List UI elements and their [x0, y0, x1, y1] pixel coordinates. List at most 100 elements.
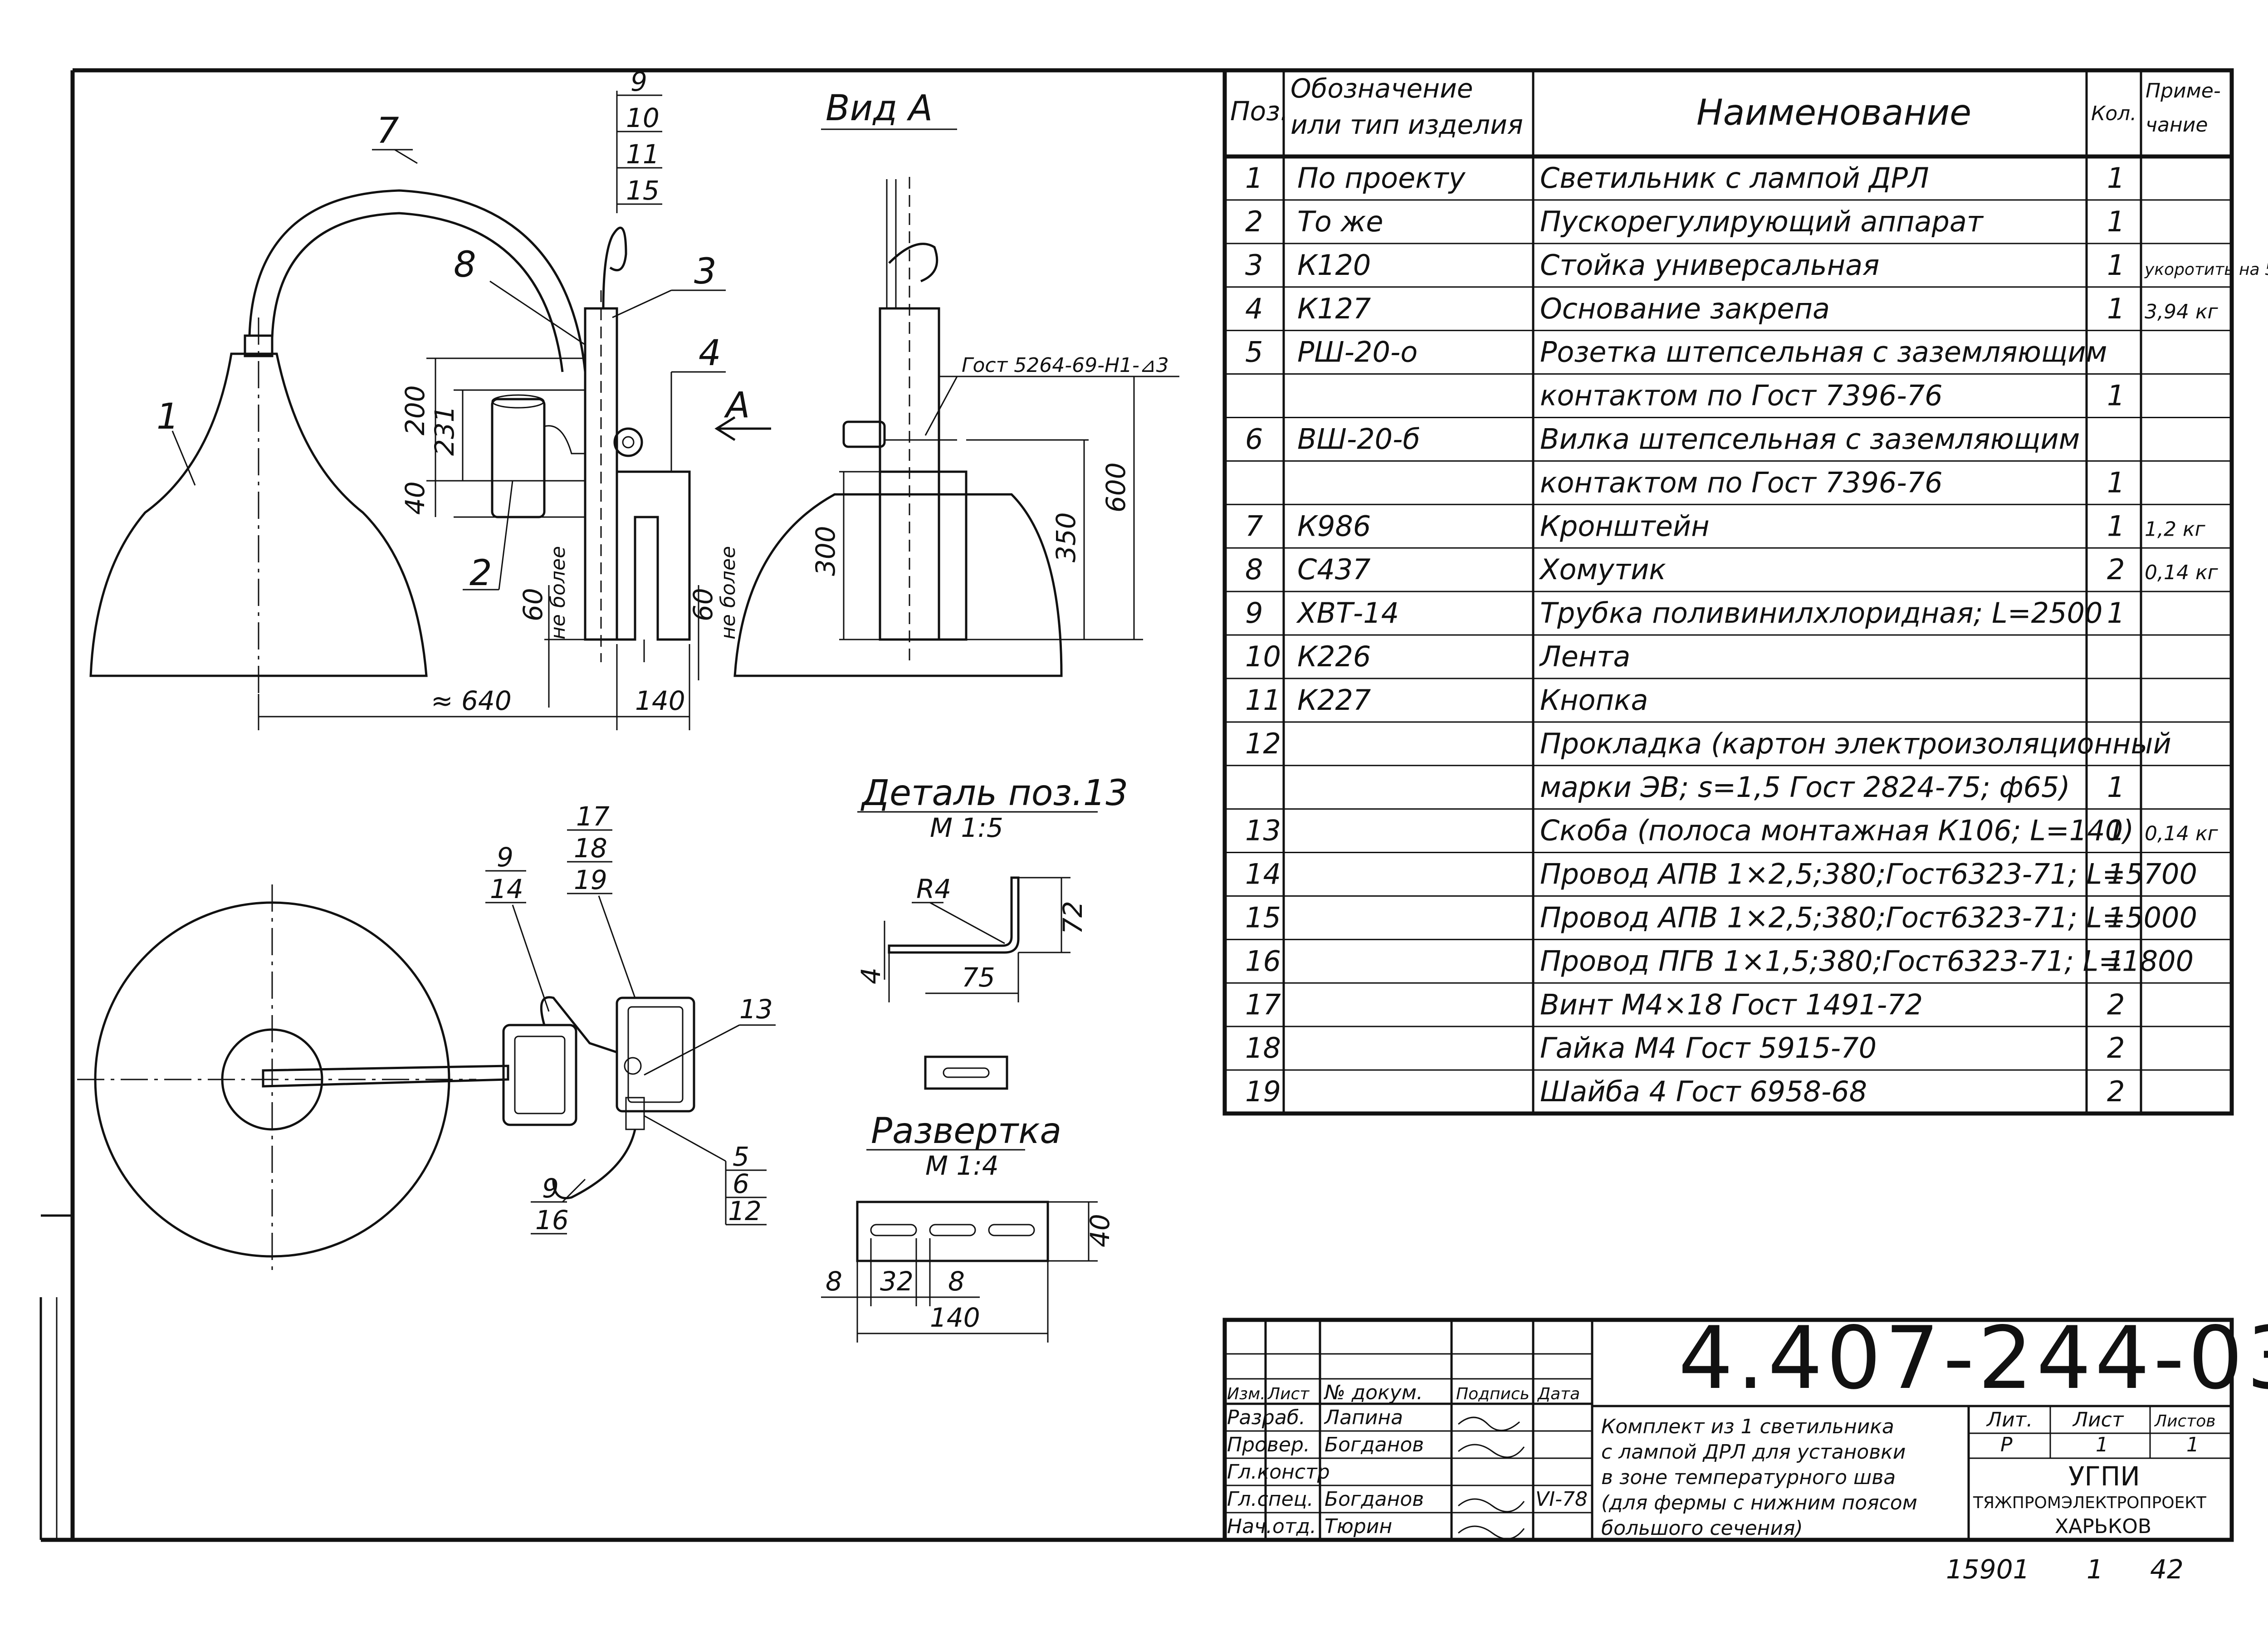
- spec-cell-name: Кронштейн: [1540, 509, 1710, 542]
- tb-sheet-value: 1: [2096, 1433, 2108, 1456]
- spec-cell-name: Хомутик: [1539, 553, 1666, 586]
- plan-callout-6: 6: [733, 1168, 749, 1199]
- tb-sheet-label: Лист: [2072, 1408, 2124, 1431]
- spec-cell-pos: 13: [1245, 814, 1281, 847]
- detail-dim-r4: R4: [916, 874, 951, 904]
- spec-cell-qty: 2: [2107, 988, 2125, 1021]
- spec-cell-qty: 1: [2107, 161, 2125, 195]
- tb-roles: Разраб.ЛапинаПровер.БогдановГл.констрГл.…: [1227, 1406, 1424, 1538]
- spec-cell-pos: 8: [1245, 553, 1263, 586]
- spec-cell-designation: ХВТ-14: [1296, 596, 1399, 630]
- detail-scale: М 1:5: [930, 812, 1003, 843]
- spec-cell-pos: 3: [1245, 249, 1263, 282]
- view-a-arrow: [714, 416, 771, 441]
- dim-300: 300: [810, 526, 841, 576]
- dim-200: 200: [400, 385, 430, 435]
- title-block: Изм. Лист № докум. Подпись Дата Разраб.Л…: [1222, 1308, 2268, 1542]
- spec-cell-qty: 1: [2107, 596, 2125, 630]
- spec-cell-qty: 2: [2107, 553, 2125, 586]
- socket-outlet: [613, 427, 643, 457]
- spec-cell-pos: 1: [1245, 161, 1263, 195]
- plan-callout-18: 18: [574, 833, 607, 864]
- ballast: [491, 398, 546, 518]
- callout-9: 9: [631, 66, 647, 97]
- callout-4: 4: [699, 333, 721, 374]
- tb-description: Комплект из 1 светильника с лампой ДРЛ дл…: [1601, 1415, 1917, 1540]
- spec-cell-pos: 9: [1245, 596, 1263, 630]
- unfold-title: Развертка: [871, 1111, 1061, 1152]
- spec-cell-qty: 1: [2107, 509, 2125, 542]
- view-a-shade: [733, 493, 1063, 677]
- spec-cell-name: Провод АПВ 1×2,5;380;Гост6323-71; L=5000: [1540, 901, 2197, 934]
- tb-role: Провер.: [1227, 1433, 1310, 1456]
- tb-description-line: большого сечения): [1601, 1517, 1803, 1540]
- spec-cell-pos: 14: [1245, 858, 1281, 891]
- spec-cell-pos: 2: [1245, 205, 1263, 238]
- spec-cell-designation: К227: [1297, 684, 1371, 717]
- spec-cell-designation: ВШ-20-б: [1297, 423, 1420, 456]
- tb-role: Гл.спец.: [1227, 1488, 1314, 1511]
- tb-role: Гл.констр: [1227, 1460, 1330, 1484]
- footer-sheet-mark: 1: [2087, 1554, 2103, 1585]
- spec-cell-name: контактом по Гост 7396-76: [1540, 466, 1943, 499]
- unfold-dim-8a: 8: [826, 1266, 842, 1297]
- spec-cell-qty: 1: [2107, 944, 2125, 977]
- spec-cell-qty: 1: [2107, 771, 2125, 804]
- spec-cell-qty: 1: [2107, 292, 2125, 325]
- dim-40: 40: [400, 481, 430, 515]
- callout-11: 11: [626, 139, 660, 170]
- unfold-strip: [856, 1201, 1049, 1262]
- spec-cell-designation: К120: [1297, 249, 1371, 282]
- spec-cell-note: укоротить на 500мм: [2144, 260, 2268, 279]
- spec-cell-designation: РШ-20-о: [1297, 336, 1418, 369]
- spec-cell-designation: К226: [1297, 640, 1371, 673]
- dim-140: 140: [635, 685, 685, 716]
- spec-cell-name: Трубка поливинилхлоридная; L=2500: [1540, 596, 2102, 630]
- spec-header-designation-1: Обозначение: [1290, 73, 1473, 104]
- spec-cell-qty: 2: [2107, 1075, 2125, 1108]
- detail-dim-75: 75: [962, 962, 995, 993]
- plan-callout-12: 12: [728, 1196, 762, 1226]
- dim-640: ≈ 640: [431, 685, 512, 716]
- spec-cell-name: Стойка универсальная: [1540, 249, 1879, 282]
- spec-cell-pos: 16: [1245, 944, 1281, 977]
- spec-cell-name: контактом по Гост 7396-76: [1540, 379, 1943, 412]
- spec-cell-name: Вилка штепсельная с заземляющим: [1540, 423, 2080, 456]
- callout-7: 7: [376, 111, 399, 151]
- spec-cell-designation: К127: [1297, 292, 1371, 325]
- spec-cell-pos: 6: [1245, 423, 1263, 456]
- spec-cell-designation: К986: [1297, 509, 1371, 542]
- tb-col-dokum: № докум.: [1323, 1381, 1423, 1404]
- spec-cell-note: 0,14 кг: [2145, 822, 2219, 845]
- tb-person: Богданов: [1325, 1488, 1424, 1511]
- spec-cell-designation: То же: [1297, 205, 1383, 238]
- spec-cell-note: 0,14 кг: [2145, 561, 2219, 584]
- spec-cell-qty: 1: [2107, 814, 2125, 847]
- lamp-shade: [89, 352, 428, 677]
- tb-description-line: с лампой ДРЛ для установки: [1601, 1441, 1906, 1464]
- plan-view: 9 14 17 18 19 13 5 6 12 9 16: [77, 801, 776, 1275]
- spec-cell-name: Провод ПГВ 1×1,5;380;Гост6323-71; L=1800: [1540, 944, 2194, 977]
- spec-cell-note: 1,2 кг: [2145, 518, 2206, 541]
- tb-date: VI-78: [1535, 1488, 1588, 1511]
- spec-cell-name: Прокладка (картон электроизоляционный: [1540, 727, 2171, 760]
- spec-cell-name: Провод АПВ 1×2,5;380;Гост6323-71; L=5700: [1540, 858, 2197, 891]
- spec-cell-pos: 5: [1245, 336, 1263, 369]
- view-a-arrow-label: А: [723, 385, 750, 426]
- plan-callout-9: 9: [497, 842, 513, 873]
- weld-note: Гост 5264-69-Н1-⊿3: [962, 354, 1169, 377]
- detail-pos-13: Деталь поз.13 М 1:5 72 R4 75 4: [855, 773, 1128, 1090]
- callout-15: 15: [626, 175, 660, 206]
- tb-lit-value: Р: [2000, 1433, 2013, 1456]
- spec-cell-pos: 19: [1245, 1075, 1281, 1108]
- tb-description-line: Комплект из 1 светильника: [1601, 1415, 1894, 1438]
- spec-cell-name: Розетка штепсельная с заземляющим: [1540, 336, 2107, 369]
- footer-inv-number: 15901: [1946, 1554, 2030, 1585]
- callout-10: 10: [626, 103, 660, 133]
- tb-doc-number: 4.407-244-030: [1678, 1308, 2268, 1408]
- spec-cell-qty: 1: [2107, 901, 2125, 934]
- plan-callout-19: 19: [574, 864, 607, 895]
- spec-cell-pos: 15: [1245, 901, 1281, 934]
- tb-description-line: (для фермы с нижним поясом: [1601, 1491, 1917, 1514]
